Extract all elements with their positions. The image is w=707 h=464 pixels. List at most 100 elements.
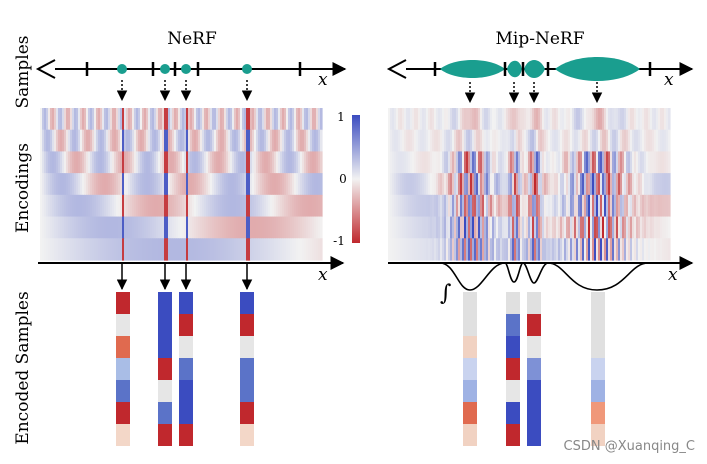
heatmap-cell <box>100 129 103 153</box>
heatmap-cell <box>94 129 97 153</box>
heatmap-cell <box>544 216 547 239</box>
heatmap-cell <box>620 238 623 261</box>
heatmap-cell <box>300 194 303 218</box>
heatmap-cell <box>316 238 319 261</box>
heatmap-cell <box>234 108 237 131</box>
heatmap-cell <box>548 151 551 174</box>
heatmap-cell <box>240 194 243 218</box>
heatmap-cell <box>206 108 209 131</box>
heatmap-cell <box>622 129 625 153</box>
heatmap-cell <box>666 108 669 131</box>
heatmap-cell <box>138 216 141 239</box>
heatmap-cell <box>616 108 619 131</box>
heatmap-cell <box>542 173 545 196</box>
heatmap-cell <box>644 216 647 239</box>
heatmap-cell <box>510 194 513 218</box>
heatmap-cell <box>584 173 587 196</box>
heatmap-cell <box>126 151 129 174</box>
heatmap-cell <box>140 108 143 131</box>
heatmap-cell <box>510 129 513 153</box>
heatmap-cell <box>552 194 555 218</box>
heatmap-cell <box>60 238 63 261</box>
heatmap-cell <box>146 216 149 239</box>
heatmap-cell <box>508 194 511 218</box>
heatmap-cell <box>52 216 55 239</box>
heatmap-cell <box>176 173 179 196</box>
heatmap-cell <box>662 151 665 174</box>
heatmap-cell <box>542 129 545 153</box>
heatmap-cell <box>470 108 473 131</box>
heatmap-cell <box>646 173 649 196</box>
heatmap-cell <box>78 194 81 218</box>
heatmap-cell <box>482 194 485 218</box>
heatmap-cell <box>48 173 51 196</box>
heatmap-cell <box>172 108 175 131</box>
heatmap-cell <box>274 194 277 218</box>
heatmap-cell <box>610 194 613 218</box>
heatmap-cell <box>398 216 401 239</box>
heatmap-cell <box>656 151 659 174</box>
heatmap-cell <box>56 151 59 174</box>
heatmap-cell <box>210 216 213 239</box>
heatmap-cell <box>592 194 595 218</box>
heatmap-cell <box>532 173 535 196</box>
heatmap-cell <box>662 129 665 153</box>
heatmap-cell <box>584 108 587 131</box>
heatmap-cell <box>642 108 645 131</box>
heatmap-cell <box>228 216 231 239</box>
heatmap-cell <box>286 173 289 196</box>
heatmap-cell <box>446 173 449 196</box>
heatmap-cell <box>94 238 97 261</box>
heatmap-cell <box>542 216 545 239</box>
heatmap-cell <box>144 238 147 261</box>
encoded-cell <box>506 402 520 424</box>
heatmap-cell <box>242 108 245 131</box>
heatmap-cell <box>284 108 287 131</box>
heatmap-cell <box>578 194 581 218</box>
heatmap-cell <box>616 173 619 196</box>
encoded-cell <box>158 380 172 402</box>
heatmap-cell <box>632 151 635 174</box>
heatmap-cell <box>508 108 511 131</box>
mipnerf-encoded-columns <box>463 292 605 446</box>
heatmap-cell <box>468 108 471 131</box>
heatmap-cell <box>132 129 135 153</box>
heatmap-cell <box>320 129 323 153</box>
heatmap-cell <box>46 216 49 239</box>
heatmap-cell <box>574 151 577 174</box>
heatmap-cell <box>54 151 57 174</box>
heatmap-cell <box>540 108 543 131</box>
heatmap-cell <box>78 173 81 196</box>
heatmap-cell <box>202 108 205 131</box>
heatmap-cell <box>514 238 517 261</box>
heatmap-cell <box>540 194 543 218</box>
heatmap-cell <box>544 129 547 153</box>
heatmap-cell <box>298 151 301 174</box>
heatmap-cell <box>472 238 475 261</box>
heatmap-cell <box>414 129 417 153</box>
heatmap-cell <box>270 216 273 239</box>
heatmap-cell <box>646 151 649 174</box>
heatmap-cell <box>550 194 553 218</box>
heatmap-cell <box>114 129 117 153</box>
heatmap-cell <box>598 194 601 218</box>
heatmap-cell <box>88 238 91 261</box>
heatmap-cell <box>84 129 87 153</box>
heatmap-cell <box>46 108 49 131</box>
heatmap-cell <box>548 108 551 131</box>
heatmap-cell <box>76 194 79 218</box>
heatmap-cell <box>454 216 457 239</box>
heatmap-cell <box>654 108 657 131</box>
heatmap-cell <box>286 194 289 218</box>
heatmap-cell <box>212 238 215 261</box>
heatmap-cell <box>278 238 281 261</box>
heatmap-cell <box>650 238 653 261</box>
heatmap-cell <box>68 129 71 153</box>
heatmap-cell <box>218 216 221 239</box>
heatmap-cell <box>160 129 163 153</box>
heatmap-cell <box>472 129 475 153</box>
heatmap-cell <box>448 238 451 261</box>
heatmap-cell <box>182 173 185 196</box>
heatmap-cell <box>188 238 191 261</box>
heatmap-cell <box>668 151 671 174</box>
